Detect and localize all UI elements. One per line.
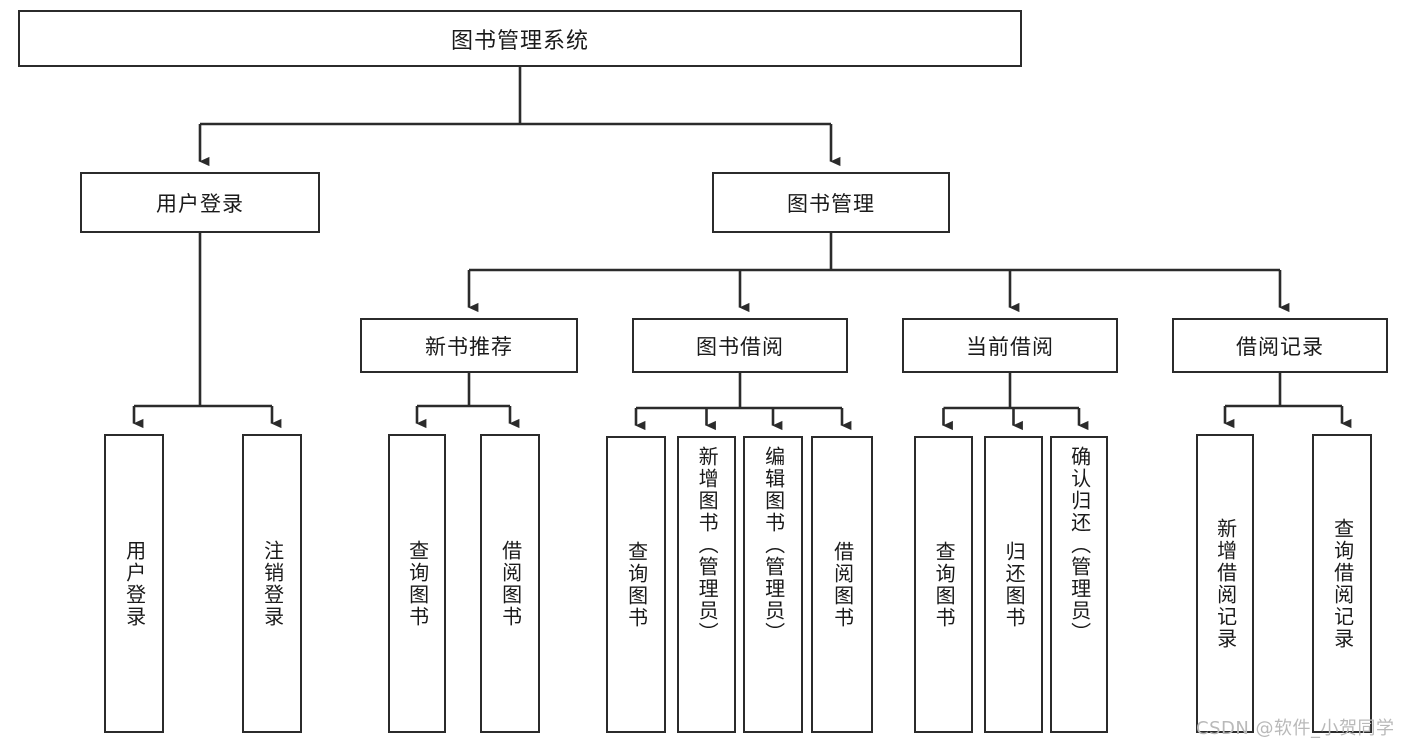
- node-label: 查询图书: [932, 540, 957, 629]
- node-label: 归还图书: [1002, 540, 1027, 629]
- node-leaf-borrow-book-1[interactable]: 借阅图书: [480, 434, 540, 733]
- node-label: 新增借阅记录: [1213, 517, 1238, 650]
- node-leaf-query-book-2[interactable]: 查询图书: [606, 436, 666, 733]
- node-leaf-query-record[interactable]: 查询借阅记录: [1312, 434, 1372, 733]
- node-label: 借阅图书: [830, 540, 855, 629]
- node-label: 图书管理系统: [450, 28, 589, 54]
- node-label: 图书借阅: [696, 334, 784, 359]
- node-label: 查询借阅记录: [1330, 517, 1355, 650]
- node-new-book-rec[interactable]: 新书推荐: [360, 318, 578, 373]
- node-borrow-record[interactable]: 借阅记录: [1172, 318, 1388, 373]
- node-label: 确认归还（管理员）: [1067, 446, 1092, 644]
- node-user-login[interactable]: 用户登录: [80, 172, 320, 233]
- node-book-borrow[interactable]: 图书借阅: [632, 318, 848, 373]
- node-label: 图书管理: [787, 191, 875, 216]
- node-label: 借阅图书: [498, 539, 523, 628]
- node-leaf-borrow-book-2[interactable]: 借阅图书: [811, 436, 873, 733]
- node-leaf-edit-book[interactable]: 编辑图书（管理员）: [743, 436, 803, 733]
- node-leaf-add-book[interactable]: 新增图书（管理员）: [677, 436, 736, 733]
- node-leaf-user-logout[interactable]: 注销登录: [242, 434, 302, 733]
- node-leaf-return-book[interactable]: 归还图书: [984, 436, 1043, 733]
- node-leaf-query-book-3[interactable]: 查询图书: [914, 436, 973, 733]
- node-root[interactable]: 图书管理系统: [18, 10, 1022, 67]
- node-label: 编辑图书（管理员）: [761, 446, 786, 644]
- node-leaf-user-login[interactable]: 用户登录: [104, 434, 164, 733]
- node-label: 新书推荐: [425, 334, 513, 359]
- node-label: 借阅记录: [1236, 334, 1324, 359]
- node-label: 用户登录: [122, 539, 147, 628]
- node-current-borrow[interactable]: 当前借阅: [902, 318, 1118, 373]
- node-leaf-confirm-return[interactable]: 确认归还（管理员）: [1050, 436, 1108, 733]
- node-label: 当前借阅: [966, 334, 1054, 359]
- node-book-manage[interactable]: 图书管理: [712, 172, 950, 233]
- node-label: 查询图书: [624, 540, 649, 629]
- csdn-watermark: CSDN @软件_小贺同学: [1196, 718, 1395, 739]
- node-label: 新增图书（管理员）: [695, 446, 720, 644]
- node-leaf-query-book-1[interactable]: 查询图书: [388, 434, 446, 733]
- node-label: 查询图书: [405, 539, 430, 628]
- node-label: 用户登录: [156, 191, 244, 216]
- node-label: 注销登录: [260, 539, 285, 628]
- node-leaf-add-record[interactable]: 新增借阅记录: [1196, 434, 1254, 733]
